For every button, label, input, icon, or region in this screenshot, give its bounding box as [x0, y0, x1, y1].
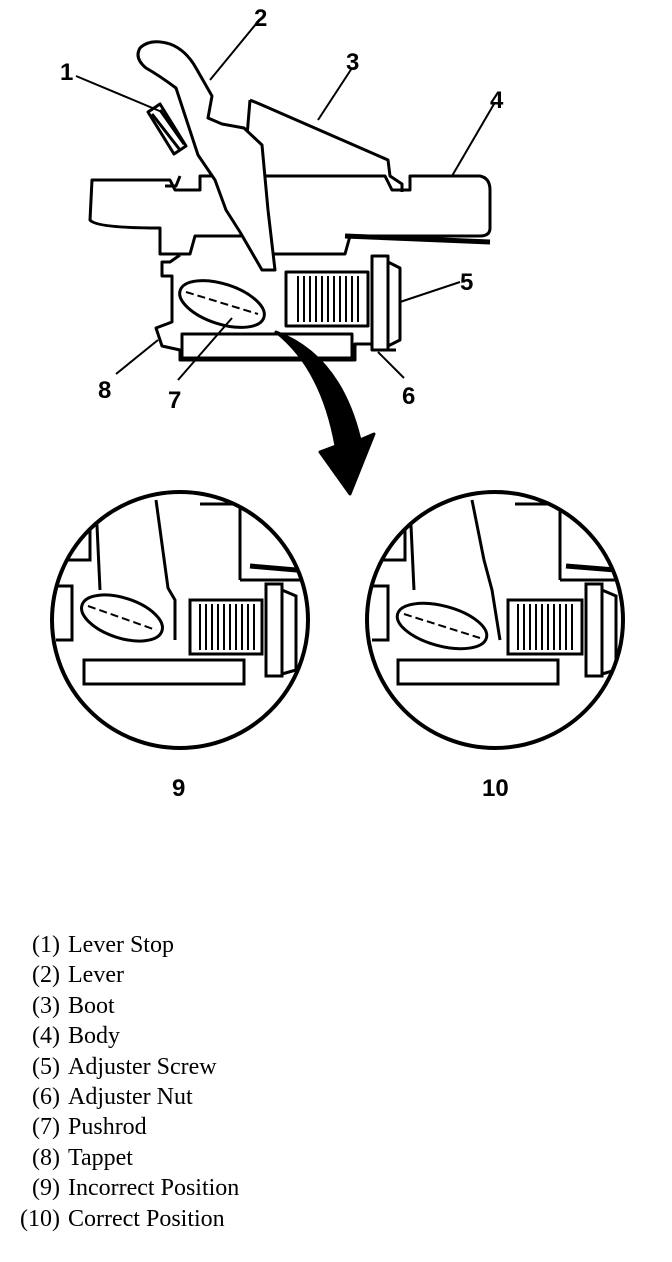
tappet-base [180, 332, 354, 360]
leader-lines [75, 23, 495, 381]
detail-arrow [274, 330, 376, 496]
legend-number: (9) [32, 1175, 60, 1202]
legend-text: Correct Position [68, 1205, 225, 1232]
callout-6: 6 [402, 383, 415, 410]
legend-number: (8) [32, 1144, 60, 1171]
callout-8: 8 [98, 377, 111, 404]
legend-item: (7) Pushrod [0, 1112, 400, 1142]
legend: (1) Lever Stop (2) Lever (3) Boot (4) Bo… [0, 930, 400, 1234]
legend-text: Lever Stop [68, 932, 174, 958]
legend-item: (1) Lever Stop [0, 930, 400, 960]
adjuster-nut [370, 254, 402, 352]
legend-text: Lever [68, 962, 124, 989]
legend-text: Adjuster Screw [68, 1053, 217, 1080]
legend-number: (4) [32, 1023, 60, 1050]
legend-text: Incorrect Position [68, 1175, 240, 1202]
legend-text: Pushrod [68, 1114, 147, 1141]
detail-label-correct: 10 [482, 775, 509, 802]
legend-number: (5) [32, 1053, 60, 1080]
legend-number: (6) [32, 1083, 60, 1110]
legend-text: Adjuster Nut [68, 1083, 193, 1110]
callout-3: 3 [346, 49, 359, 76]
legend-number: (10) [20, 1205, 60, 1232]
lever-stop [146, 102, 188, 156]
legend-item: (3) Boot [0, 991, 400, 1021]
legend-item: (10) Correct Position [0, 1204, 400, 1234]
legend-text: Body [68, 1023, 121, 1050]
body [88, 174, 492, 256]
legend-number: (2) [32, 962, 60, 989]
legend-number: (3) [32, 992, 60, 1019]
callout-4: 4 [490, 87, 504, 114]
legend-number: (1) [32, 932, 60, 958]
main-assembly [88, 40, 492, 496]
legend-item: (9) Incorrect Position [0, 1173, 400, 1203]
legend-item: (5) Adjuster Screw [0, 1052, 400, 1082]
detail-correct [365, 490, 625, 750]
legend-number: (7) [32, 1114, 60, 1141]
legend-item: (8) Tappet [0, 1143, 400, 1173]
detail-label-incorrect: 9 [172, 775, 185, 802]
detail-incorrect [50, 490, 310, 750]
brake-lever-diagram: 1 2 3 4 5 6 7 8 [50, 5, 625, 802]
callout-7: 7 [168, 387, 181, 414]
legend-item: (4) Body [0, 1021, 400, 1051]
legend-item: (2) Lever [0, 960, 400, 990]
housing [154, 253, 396, 362]
legend-item: (6) Adjuster Nut [0, 1082, 400, 1112]
callout-5: 5 [460, 269, 473, 296]
lever [136, 40, 277, 272]
legend-text: Boot [68, 992, 115, 1019]
legend-text: Tappet [68, 1144, 133, 1171]
callout-2: 2 [254, 5, 267, 32]
callout-1: 1 [60, 59, 73, 86]
